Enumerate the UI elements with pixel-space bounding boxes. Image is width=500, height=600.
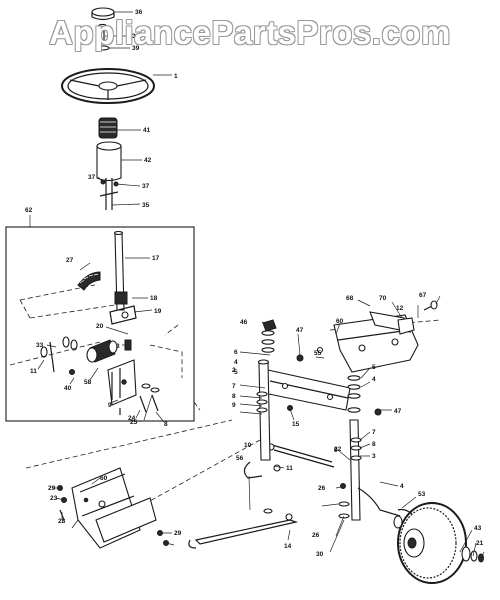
steering-arm — [369, 311, 415, 335]
washer-stack-left — [256, 319, 277, 413]
callout-label-c20: 20 — [96, 323, 104, 330]
callout-label-c3: 3 — [132, 33, 136, 40]
callout-label-c6a: 6 — [234, 349, 238, 356]
callout-label-c5a: 5 — [234, 369, 238, 376]
front-tire — [397, 502, 467, 584]
callout-label-c7b: 7 — [372, 429, 376, 436]
callout-label-c29a: 29 — [48, 485, 56, 492]
callout-label-c4a: 4 — [234, 359, 238, 366]
callout-label-c3c: 3 — [372, 453, 376, 460]
steering-sector-gear — [77, 271, 101, 291]
axle-bar — [263, 369, 351, 411]
callout-label-c30: 30 — [316, 551, 324, 558]
callout-label-c24: 24 — [128, 415, 136, 422]
steering-bracket — [107, 359, 137, 406]
steering-wheel — [61, 68, 155, 104]
callout-label-c22: 22 — [334, 446, 342, 453]
callout-label-c27: 27 — [66, 257, 74, 264]
callout-label-c36: 36 — [135, 9, 143, 16]
steering-cap — [91, 7, 115, 21]
steering-screw — [97, 23, 108, 41]
callout-label-c8b: 8 — [232, 393, 236, 400]
spindle-right — [349, 419, 401, 521]
steering-bellows — [96, 141, 122, 182]
callout-label-c3b: 3 — [116, 343, 120, 350]
callout-label-c62: 62 — [25, 207, 33, 214]
steering-adapter — [98, 117, 118, 139]
wheel-hub-parts — [393, 515, 484, 563]
callout-label-c41: 41 — [143, 127, 151, 134]
callout-label-c26b: 26 — [312, 532, 320, 539]
bolt-67 — [423, 300, 438, 311]
inset-washers — [40, 336, 160, 393]
axle-spindle-left — [243, 359, 271, 479]
callout-label-c12: 12 — [396, 305, 404, 312]
callout-label-c15: 15 — [292, 421, 300, 428]
callout-label-c70: 70 — [379, 295, 387, 302]
callout-label-c37b: 37 — [142, 183, 150, 190]
callout-label-c29b: 29 — [174, 530, 182, 537]
callout-label-c9c: 9 — [334, 447, 338, 454]
callout-label-c9b: 9 — [232, 402, 236, 409]
callout-label-c18: 18 — [150, 295, 158, 302]
callout-label-c47b: 47 — [394, 408, 402, 415]
washer-stack-right — [338, 375, 362, 519]
callout-label-c5b: 5 — [372, 364, 376, 371]
callout-label-c56: 56 — [236, 455, 244, 462]
callout-label-c25: 25 — [130, 419, 138, 426]
callout-label-c40: 40 — [64, 385, 72, 392]
callout-label-c35: 35 — [142, 202, 150, 209]
callout-label-c60: 60 — [336, 318, 344, 325]
callout-label-c42: 42 — [144, 157, 152, 164]
callout-label-c11b: 11 — [286, 465, 293, 472]
callout-label-c68: 68 — [346, 295, 354, 302]
callout-label-c23: 23 — [50, 495, 58, 502]
callout-label-c19: 19 — [154, 308, 162, 315]
callout-label-c1: 1 — [174, 73, 178, 80]
callout-label-c58: 58 — [84, 379, 92, 386]
callout-label-c43: 43 — [474, 525, 482, 532]
callout-label-c14: 14 — [284, 543, 292, 550]
callout-label-c46: 46 — [240, 319, 248, 326]
callout-label-c53: 53 — [418, 491, 426, 498]
callout-label-c47a: 47 — [296, 327, 304, 334]
callout-label-c8c: 8 — [372, 441, 376, 448]
callout-label-c37a: 37 — [88, 174, 96, 181]
callout-label-c9a: 9 — [108, 402, 112, 409]
callout-label-c67: 67 — [419, 292, 427, 299]
callout-label-c2: 2 — [232, 367, 236, 374]
callout-label-c21: 21 — [476, 540, 484, 547]
callout-label-c26a: 26 — [318, 485, 326, 492]
inset-frame — [5, 226, 195, 422]
steering-washer — [96, 45, 110, 51]
steering-pinion — [109, 291, 137, 325]
callout-label-c17: 17 — [152, 255, 160, 262]
callout-label-c10: 10 — [244, 442, 252, 449]
tie-rod-rear — [267, 443, 335, 468]
callout-label-c60b: 60 — [100, 475, 108, 482]
callout-label-c11: 11 — [30, 368, 37, 375]
steering-bushing — [86, 339, 118, 363]
support-bracket-left — [71, 467, 157, 549]
callout-label-c7a: 7 — [232, 383, 236, 390]
callout-label-c8a: 8 — [164, 421, 168, 428]
callout-label-c33: 33 — [36, 342, 44, 349]
callout-label-c28: 28 — [58, 518, 66, 525]
callout-label-c55: 55 — [314, 350, 322, 357]
inset-pins — [49, 341, 159, 415]
small-fasteners — [263, 346, 382, 514]
drag-link — [188, 513, 299, 549]
steering-shaft-lower — [113, 230, 125, 311]
callout-label-c39: 39 — [132, 45, 140, 52]
callout-label-c4c: 4 — [400, 483, 404, 490]
callout-label-c4b: 4 — [372, 376, 376, 383]
